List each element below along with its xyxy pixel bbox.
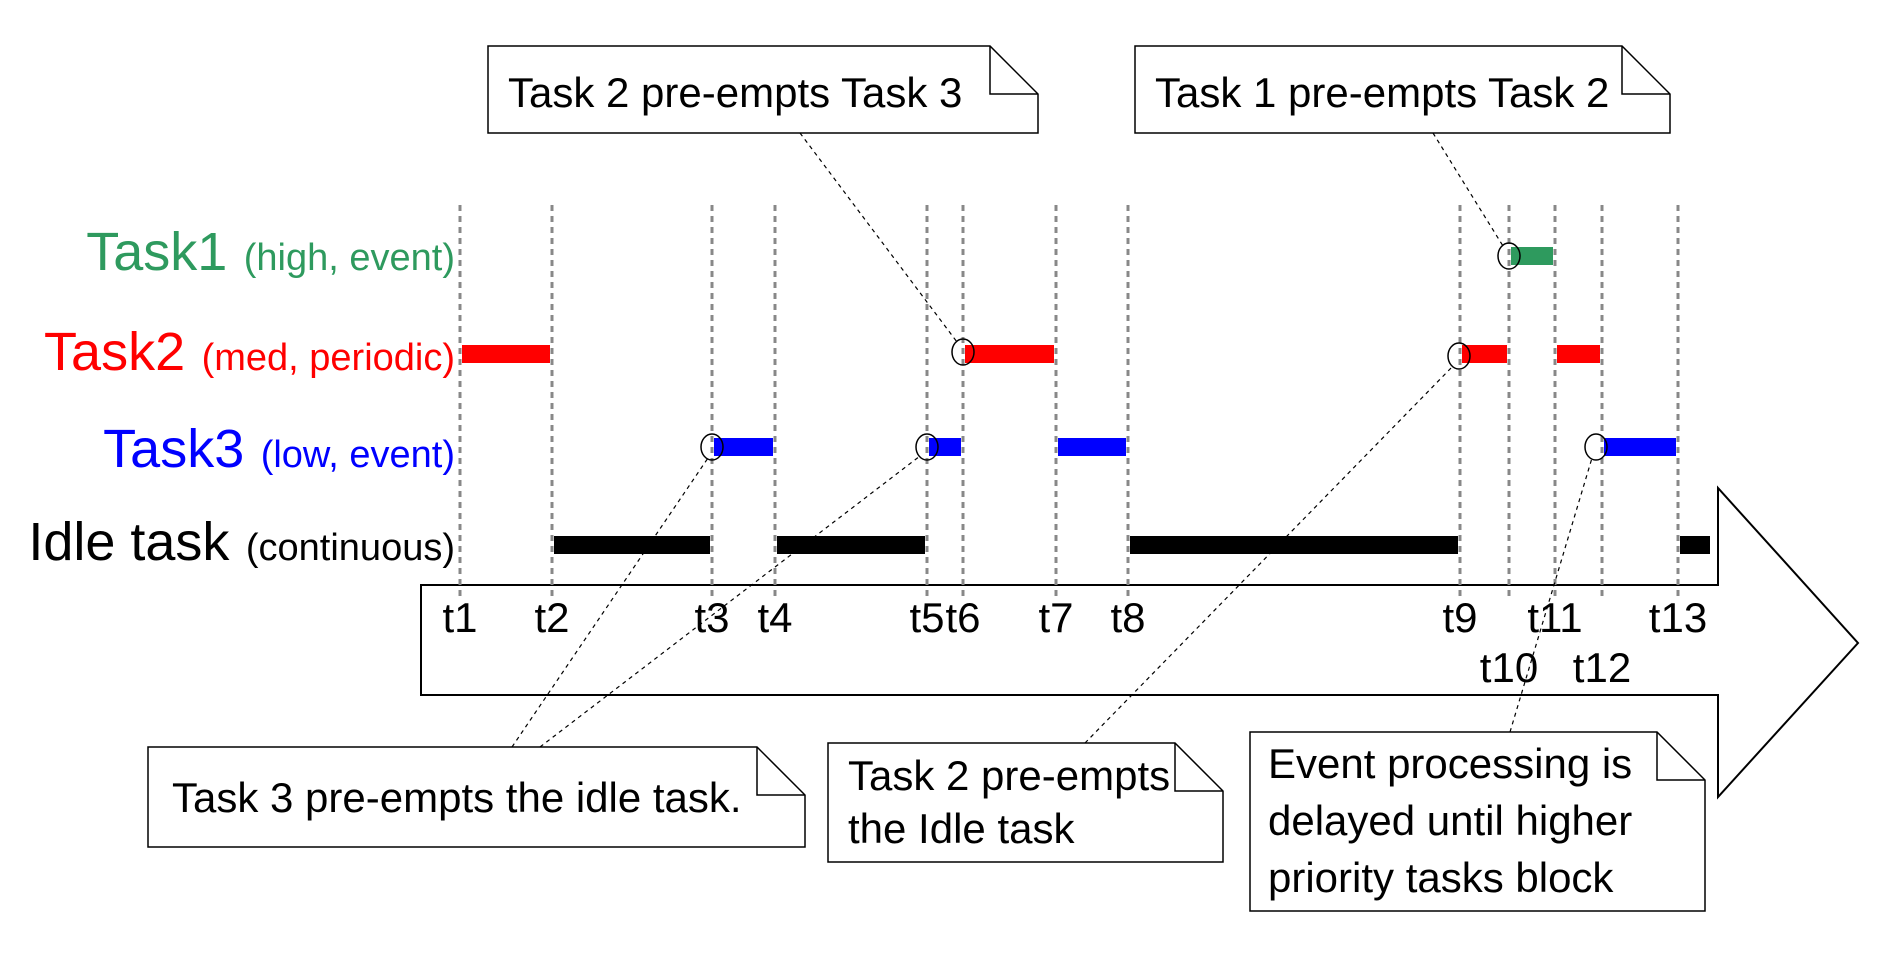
leader-task3-idle-a: [511, 457, 709, 748]
marker-t10: [1497, 242, 1521, 270]
callout-box: [827, 742, 1224, 863]
time-arrow: [420, 485, 1860, 800]
callout-event-processing-delayed: Event processing is delayed until higher…: [1249, 731, 1706, 912]
tick-label-t2: t2: [534, 594, 569, 641]
tick-label-t5: t5: [909, 594, 944, 641]
callout-text-line3: priority tasks block: [1268, 854, 1614, 901]
task1-label: Task1 (high, event): [86, 222, 455, 282]
bar-idle-task-13: [1680, 536, 1710, 554]
callout-box: [1134, 45, 1671, 134]
callout-text: Task 3 pre-empts the idle task.: [172, 774, 742, 821]
callout-fold: [1174, 743, 1223, 792]
callout-text-line1: Event processing is: [1268, 740, 1632, 787]
bar-idle-task-4: [777, 536, 925, 554]
callout-text-line2: the Idle task: [848, 805, 1075, 852]
marker-t3: [700, 433, 724, 461]
leader-task1-task2: [1432, 132, 1504, 247]
marker-t6: [951, 338, 975, 366]
tick-label-t12: t12: [1573, 644, 1631, 691]
bar-task2-9: [1462, 345, 1507, 363]
task-labels: Task1 (high, event) Task2 (med, periodic…: [28, 222, 455, 572]
callout-text: Task 1 pre-empts Task 2: [1155, 69, 1609, 116]
callout-task2-preempts-task3: Task 2 pre-empts Task 3: [487, 45, 1039, 134]
marker-t12: [1584, 433, 1608, 461]
callout-task1-preempts-task2: Task 1 pre-empts Task 2: [1134, 45, 1671, 134]
task1-name: Task1: [86, 222, 227, 282]
idle-task-label: Idle task (continuous): [28, 512, 455, 572]
tick-label-t13: t13: [1649, 594, 1707, 641]
callout-text-line1: Task 2 pre-empts: [848, 752, 1170, 799]
tick-label-t3: t3: [694, 594, 729, 641]
bar-idle-task-2: [554, 536, 710, 554]
task3-detail: (low, event): [261, 434, 455, 476]
tick-label-t4: t4: [757, 594, 792, 641]
bar-task3-5: [929, 438, 961, 456]
callout-fold: [989, 46, 1038, 95]
task1-detail: (high, event): [244, 237, 455, 279]
idle-task-name: Idle task: [28, 512, 230, 572]
callout-fold: [1656, 732, 1705, 781]
leader-task2-task3: [799, 132, 958, 343]
bar-task3-3: [714, 438, 773, 456]
tick-label-t7: t7: [1038, 594, 1073, 641]
bar-task3-12: [1604, 438, 1676, 456]
preemption-markers: [700, 242, 1608, 461]
marker-t9: [1447, 342, 1471, 370]
bar-task1-10: [1511, 247, 1553, 265]
callout-fold: [1621, 46, 1670, 95]
callout-box: [147, 746, 806, 848]
task3-name: Task3: [103, 419, 244, 479]
task2-name: Task2: [44, 322, 185, 382]
callout-text-line2: delayed until higher: [1268, 797, 1632, 844]
bar-task2-6: [965, 345, 1054, 363]
callout-box: [1249, 731, 1706, 912]
tick-label-t10: t10: [1480, 644, 1538, 691]
bar-idle-task-8: [1130, 536, 1458, 554]
tick-label-t8: t8: [1110, 594, 1145, 641]
callout-leaders: [511, 132, 1593, 748]
callout-box: [487, 45, 1039, 134]
callout-task3-preempts-idle: Task 3 pre-empts the idle task.: [147, 746, 806, 848]
task2-label: Task2 (med, periodic): [44, 322, 455, 382]
marker-t5: [915, 433, 939, 461]
tick-label-t6: t6: [945, 594, 980, 641]
execution-bars: [462, 247, 1710, 554]
callout-task2-preempts-idle: Task 2 pre-empts the Idle task: [827, 742, 1224, 863]
bar-task3-7: [1058, 438, 1126, 456]
task2-detail: (med, periodic): [202, 337, 455, 379]
callout-text: Task 2 pre-empts Task 3: [508, 69, 962, 116]
callout-fold: [756, 747, 805, 796]
bar-task2-11: [1557, 345, 1600, 363]
tick-label-t11: t11: [1527, 594, 1582, 641]
bar-task2-1: [462, 345, 550, 363]
task3-label: Task3 (low, event): [103, 419, 455, 479]
tick-label-t9: t9: [1442, 594, 1477, 641]
tick-label-t1: t1: [442, 594, 477, 641]
idle-task-detail: (continuous): [246, 527, 455, 569]
